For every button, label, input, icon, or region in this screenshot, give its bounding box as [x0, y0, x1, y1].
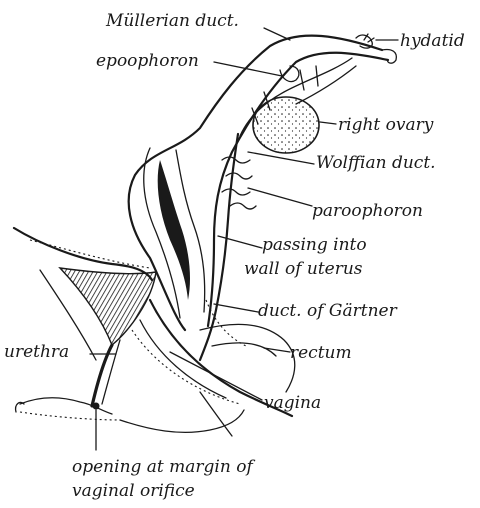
vaginal-orifice-dot	[93, 403, 100, 410]
paroophoron-label: paroophoron	[312, 201, 423, 221]
passing-into-label: passing into	[262, 235, 367, 255]
mullerian-duct-label: Müllerian duct.	[105, 11, 239, 31]
uterine-cavity-shape	[158, 160, 190, 300]
opening-label-line2: vaginal orifice	[72, 481, 195, 501]
hydatid-shape	[356, 34, 374, 48]
vagina-label: vagina	[264, 393, 321, 413]
orifice-outline	[16, 398, 244, 433]
urethra-label: urethra	[4, 342, 69, 362]
duct-gartner-label: duct. of Gärtner	[258, 301, 398, 321]
bladder-shape	[14, 228, 156, 360]
urethra-shape	[92, 340, 120, 406]
rectum-label: rectum	[290, 343, 352, 363]
epoophoron-label: epoophoron	[96, 51, 199, 71]
wall-of-uterus-label: wall of uterus	[244, 259, 363, 279]
mullerian-duct-shape	[129, 36, 397, 330]
opening-label-line1: opening at margin of	[72, 457, 255, 477]
right-ovary-shape	[253, 97, 319, 153]
rectum-shape	[200, 324, 295, 436]
wolffian-duct-label: Wolffian duct.	[316, 153, 436, 173]
right-ovary-label: right ovary	[338, 115, 434, 135]
hydatid-label: hydatid	[400, 31, 465, 51]
